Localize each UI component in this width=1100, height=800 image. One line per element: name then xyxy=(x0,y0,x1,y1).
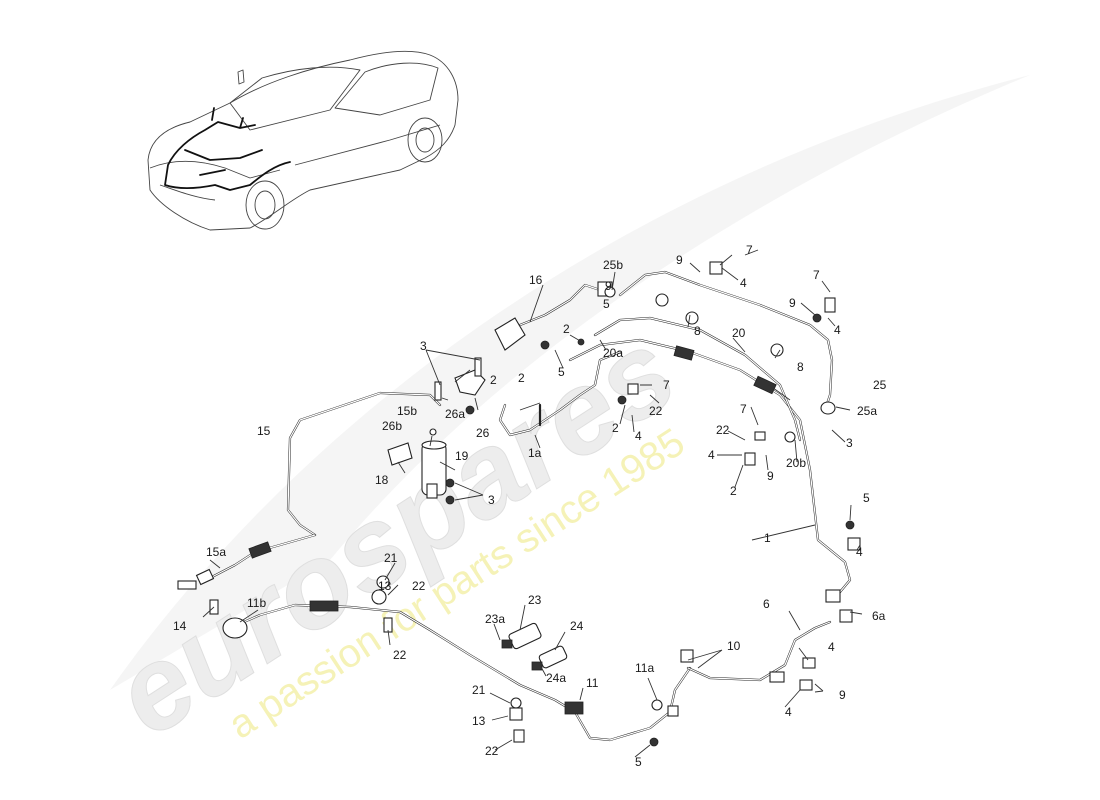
callout-8: 8 xyxy=(694,324,701,338)
callout-4: 4 xyxy=(740,276,747,290)
callout-14: 14 xyxy=(173,619,187,633)
callout-26a: 26a xyxy=(445,407,465,421)
callout-11a: 11a xyxy=(635,661,654,675)
callout-13: 13 xyxy=(378,579,392,593)
watermark-swoosh xyxy=(110,75,1030,690)
callout-9: 9 xyxy=(676,253,683,267)
callout-2: 2 xyxy=(612,421,619,435)
callout-18: 18 xyxy=(375,473,389,487)
antenna-icon xyxy=(237,69,245,85)
callout-22: 22 xyxy=(649,404,663,418)
pipe-25 xyxy=(618,270,836,415)
callout-15b: 15b xyxy=(397,404,417,418)
callout-26b: 26b xyxy=(382,419,402,433)
callout-19: 19 xyxy=(455,449,469,463)
callout-4: 4 xyxy=(828,640,835,654)
callout-9: 9 xyxy=(789,296,796,310)
callout-15: 15 xyxy=(257,424,271,438)
callout-11: 11 xyxy=(586,676,599,690)
callout-21: 21 xyxy=(384,551,398,565)
callout-22: 22 xyxy=(412,579,426,593)
callout-5: 5 xyxy=(863,491,870,505)
callout-6: 6 xyxy=(763,597,770,611)
callout-7: 7 xyxy=(663,378,670,392)
callout-8: 8 xyxy=(797,360,804,374)
components xyxy=(177,261,861,747)
callout-1: 1 xyxy=(764,531,771,545)
callout-7: 7 xyxy=(746,243,753,257)
callout-4: 4 xyxy=(856,545,863,559)
callout-1a: 1a xyxy=(528,446,542,460)
callout-4: 4 xyxy=(635,429,642,443)
bracket-18 xyxy=(387,442,413,466)
callout-20: 20 xyxy=(732,326,746,340)
callout-2: 2 xyxy=(730,484,737,498)
fittings xyxy=(177,261,861,747)
callout-23: 23 xyxy=(528,593,542,607)
callout-5: 5 xyxy=(603,297,610,311)
pipe-15 xyxy=(286,391,442,537)
callout-7: 7 xyxy=(740,402,747,416)
callout-9: 9 xyxy=(767,469,774,483)
callout-3: 3 xyxy=(488,493,495,507)
pipe-1a xyxy=(498,350,622,437)
callout-25b: 25b xyxy=(603,258,623,272)
car-illustration xyxy=(147,50,459,231)
callout-23a: 23a xyxy=(485,612,505,626)
callout-24: 24 xyxy=(570,619,584,633)
watermark-brand: eurospares xyxy=(92,305,697,762)
callout-22: 22 xyxy=(485,744,499,758)
callout-13: 13 xyxy=(472,714,486,728)
callout-4: 4 xyxy=(785,705,792,719)
callout-labels: 1 1a 2 2 2 2 2 3 3 3 4 4 4 4 4 4 4 5 5 5… xyxy=(173,243,887,769)
callout-6a: 6a xyxy=(872,609,886,623)
pipe-6 xyxy=(686,620,832,683)
callout-2: 2 xyxy=(563,322,570,336)
callout-26: 26 xyxy=(476,426,490,440)
callout-25a: 25a xyxy=(857,404,877,418)
callout-22: 22 xyxy=(716,423,730,437)
pressure-switch-24 xyxy=(531,645,568,671)
callout-15a: 15a xyxy=(206,545,226,559)
pressure-switch-23 xyxy=(501,622,542,650)
callout-20a: 20a xyxy=(603,346,623,360)
callout-9: 9 xyxy=(839,688,846,702)
callout-4: 4 xyxy=(708,448,715,462)
callout-24a: 24a xyxy=(546,671,566,685)
pipe-20 xyxy=(593,316,802,443)
leader-lines xyxy=(202,249,863,758)
ac-pipes xyxy=(195,270,852,742)
callout-11b: 11b xyxy=(247,596,266,610)
callout-25: 25 xyxy=(873,378,887,392)
callout-10: 10 xyxy=(727,639,741,653)
callout-16: 16 xyxy=(529,273,543,287)
pipe-11 xyxy=(222,600,692,742)
callout-20b: 20b xyxy=(786,456,806,470)
callout-5: 5 xyxy=(635,755,642,769)
callout-22: 22 xyxy=(393,648,407,662)
callout-4: 4 xyxy=(834,323,841,337)
callout-7: 7 xyxy=(813,268,820,282)
callout-5: 5 xyxy=(558,365,565,379)
receiver-drier xyxy=(421,440,447,499)
callout-3: 3 xyxy=(420,339,427,353)
callout-3: 3 xyxy=(846,436,853,450)
callout-21: 21 xyxy=(472,683,486,697)
callout-2: 2 xyxy=(490,373,497,387)
pipe-15a xyxy=(195,533,317,586)
callout-2: 2 xyxy=(518,371,525,385)
callout-9: 9 xyxy=(605,279,612,293)
